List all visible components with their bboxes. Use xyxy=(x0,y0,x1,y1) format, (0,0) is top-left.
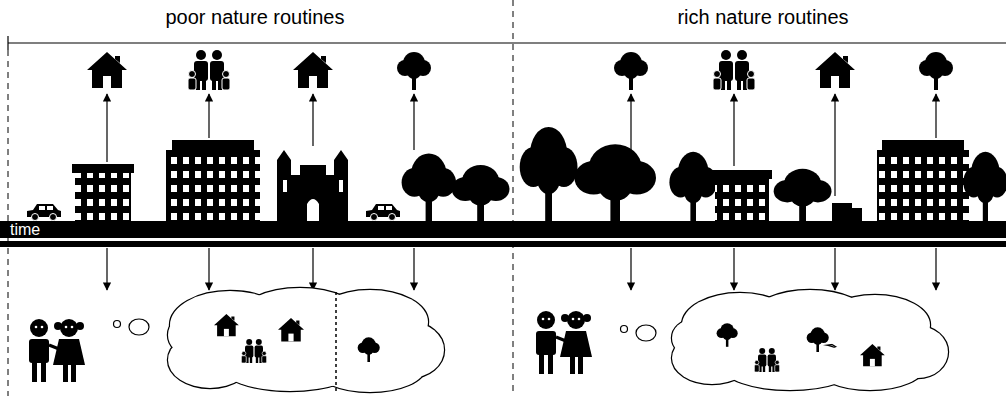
section-heading: poor nature routines xyxy=(165,6,344,29)
axis-label: time xyxy=(10,222,40,238)
section-heading: rich nature routines xyxy=(677,6,848,29)
